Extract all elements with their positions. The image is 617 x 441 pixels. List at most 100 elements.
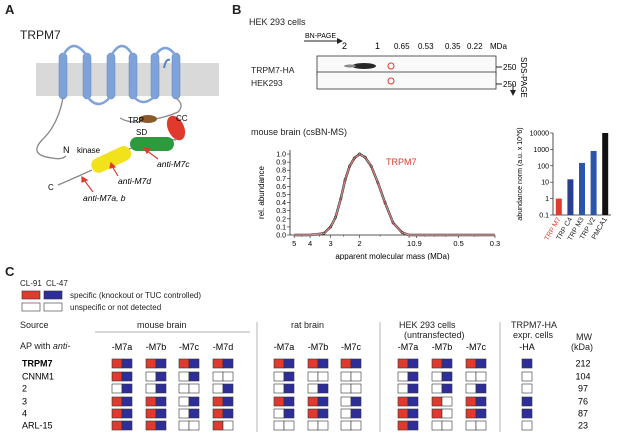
line-y-label: rel. abundance: [257, 165, 266, 218]
bar-0: [555, 198, 562, 215]
legend-empty-box-1: [21, 302, 41, 312]
legend-red-box: [21, 290, 41, 300]
group-ha-subtitle: expr. cells: [513, 330, 554, 340]
trace-point: [358, 152, 362, 156]
trace-point: [391, 221, 395, 225]
matrix-cell-cl91: [340, 371, 352, 382]
matrix-cell-cl47: [475, 383, 487, 394]
ap-label: AP with anti-: [20, 341, 71, 351]
bn-tick-1: 1: [375, 41, 380, 51]
matrix-cell-cl91: [111, 420, 123, 431]
anti-m7ab-label: anti-M7a, b: [83, 193, 126, 203]
line-x-tick: 0.3: [490, 239, 500, 248]
bn-tick-065: 0.65: [394, 42, 410, 51]
trace-point: [343, 178, 347, 182]
trpm7-trace: [294, 153, 495, 236]
group-mouse-brain: mouse brain: [137, 320, 187, 330]
matrix-cell-cl91: [307, 371, 319, 382]
line-y-tick: 0.2: [276, 216, 286, 223]
kinase-domain: [91, 146, 132, 173]
matrix-cell-cl47: [283, 383, 295, 394]
trace-label: TRPM7: [386, 157, 417, 167]
bn-tick-035: 0.35: [445, 42, 461, 51]
matrix-cell-cl91: [273, 408, 285, 419]
matrix-cell-cl47: [407, 420, 419, 431]
sd-label: SD: [136, 128, 147, 137]
trp-label: TRP: [128, 116, 144, 125]
matrix-row-name: TRPM7: [22, 359, 53, 369]
matrix-cell-cl91: [212, 420, 224, 431]
line-y-tick: 0.8: [276, 168, 286, 175]
mw-label: MW: [576, 332, 592, 342]
matrix-cell-cl47: [188, 408, 200, 419]
matrix-cell-cl91: [178, 396, 190, 407]
matrix-cell-cl47: [121, 408, 133, 419]
bar-y-tick: 10: [541, 180, 549, 187]
bn-page-blot: BN-PAGE 2 1 0.65 0.53 0.35 0.22 MDa 250 …: [304, 33, 528, 98]
bn-tick-022: 0.22: [467, 42, 483, 51]
matrix-cell-cl91: [465, 396, 477, 407]
matrix-cell-cl91: [465, 358, 477, 369]
blot-row-hek293: HEK293: [251, 78, 283, 88]
matrix-col-header: -M7d: [213, 342, 234, 352]
trace-point: [322, 231, 326, 235]
line-y-tick: 0.4: [276, 200, 286, 207]
matrix-row-mw: 76: [578, 397, 588, 407]
matrix-cell-cl47: [222, 396, 234, 407]
matrix-cell-cl91: [212, 358, 224, 369]
matrix-cell-cl47: [317, 358, 329, 369]
bn-tick-unit: MDa: [490, 42, 507, 51]
matrix-cell-cl91: [111, 358, 123, 369]
matrix-cell-cl47: [121, 358, 133, 369]
matrix-cell-cl91: [307, 420, 319, 431]
matrix-cell-cl47: [350, 358, 362, 369]
panel-a-title: TRPM7: [20, 28, 61, 42]
line-x-tick: 1: [407, 239, 411, 248]
matrix-cell-cl47: [407, 396, 419, 407]
cl91-label: CL-91: [20, 279, 42, 288]
matrix-col-header: -M7b: [146, 342, 167, 352]
trace-point: [334, 215, 338, 219]
matrix-cell-cl47: [441, 383, 453, 394]
panel-a-letter: A: [5, 2, 15, 17]
matrix-cell-cl91: [431, 420, 443, 431]
matrix-cell-cl47: [121, 396, 133, 407]
matrix-cell-cl91: [178, 420, 190, 431]
matrix-col-header: -M7c: [466, 342, 486, 352]
matrix-cell-cl47: [317, 420, 329, 431]
matrix-cell-cl91: [397, 420, 409, 431]
group-hek293-title: HEK 293 cells: [399, 320, 456, 330]
matrix-cell-cl91: [273, 396, 285, 407]
matrix-cell-cl91: [145, 408, 157, 419]
trace-point: [376, 180, 380, 184]
matrix-cell-cl91: [307, 358, 319, 369]
matrix-cell-cl91: [397, 408, 409, 419]
trace-point: [369, 164, 373, 168]
line-y-tick: 0.3: [276, 208, 286, 215]
matrix-col-header: -M7a: [274, 342, 295, 352]
bar-y-tick: 10000: [530, 131, 550, 138]
matrix-row-mw: 87: [578, 409, 588, 419]
matrix-cell-cl91: [307, 383, 319, 394]
matrix-cell-cl91: [465, 383, 477, 394]
matrix-cell-cl47: [317, 396, 329, 407]
matrix-cell-cl47: [121, 420, 133, 431]
cc-label: CC: [176, 114, 188, 123]
matrix-cell-cl47: [283, 358, 295, 369]
matrix-cell-cl91: [178, 408, 190, 419]
matrix-cell-cl91: [431, 371, 443, 382]
matrix-cell-cl47: [188, 383, 200, 394]
matrix-cell-cl47: [317, 371, 329, 382]
matrix-cell-cl47: [350, 408, 362, 419]
source-label: Source: [20, 320, 49, 330]
matrix-cell-cl91: [465, 371, 477, 382]
matrix-cell-cl91: [273, 358, 285, 369]
line-x-tick: 3: [329, 239, 333, 248]
bn-tick-053: 0.53: [418, 42, 434, 51]
bar-y-label: abundance norm (a.u. x 10^6): [517, 127, 524, 220]
trace-point: [352, 156, 356, 160]
matrix-col-header: -M7a: [112, 342, 133, 352]
matrix-cell-cl91: [307, 396, 319, 407]
